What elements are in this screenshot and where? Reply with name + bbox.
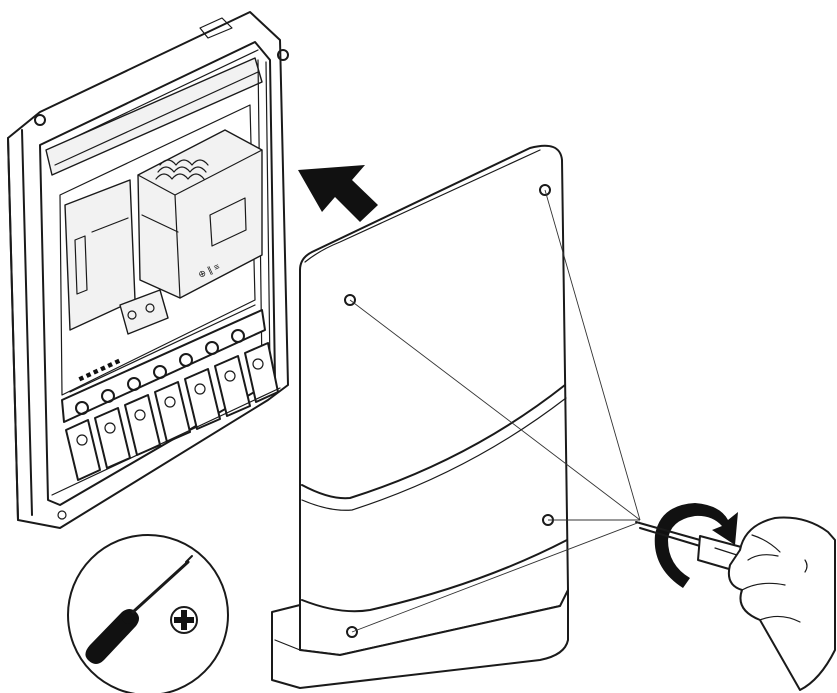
phillips-screwdriver-icon xyxy=(85,555,193,664)
push-direction-arrow xyxy=(298,165,378,222)
tool-indicator xyxy=(67,534,229,693)
screw-hole xyxy=(344,294,356,306)
cable-entries xyxy=(65,342,279,481)
open-control-box: ⊕ ∥ ≡ ■ ■ ■ ■ ■ ■ xyxy=(7,11,289,529)
coil xyxy=(155,159,209,180)
hand-screwdriver xyxy=(635,503,836,691)
screw-post xyxy=(34,114,46,126)
front-cover xyxy=(271,144,641,689)
hand xyxy=(727,516,836,691)
connector xyxy=(119,289,169,335)
screw-post xyxy=(277,49,289,61)
arrow-icon xyxy=(298,165,378,222)
phillips-head-icon xyxy=(170,606,198,634)
screw-hole xyxy=(346,626,358,638)
rotate-arrow-icon xyxy=(654,503,738,588)
screw-hole xyxy=(539,184,551,196)
terminal-row xyxy=(75,329,245,415)
